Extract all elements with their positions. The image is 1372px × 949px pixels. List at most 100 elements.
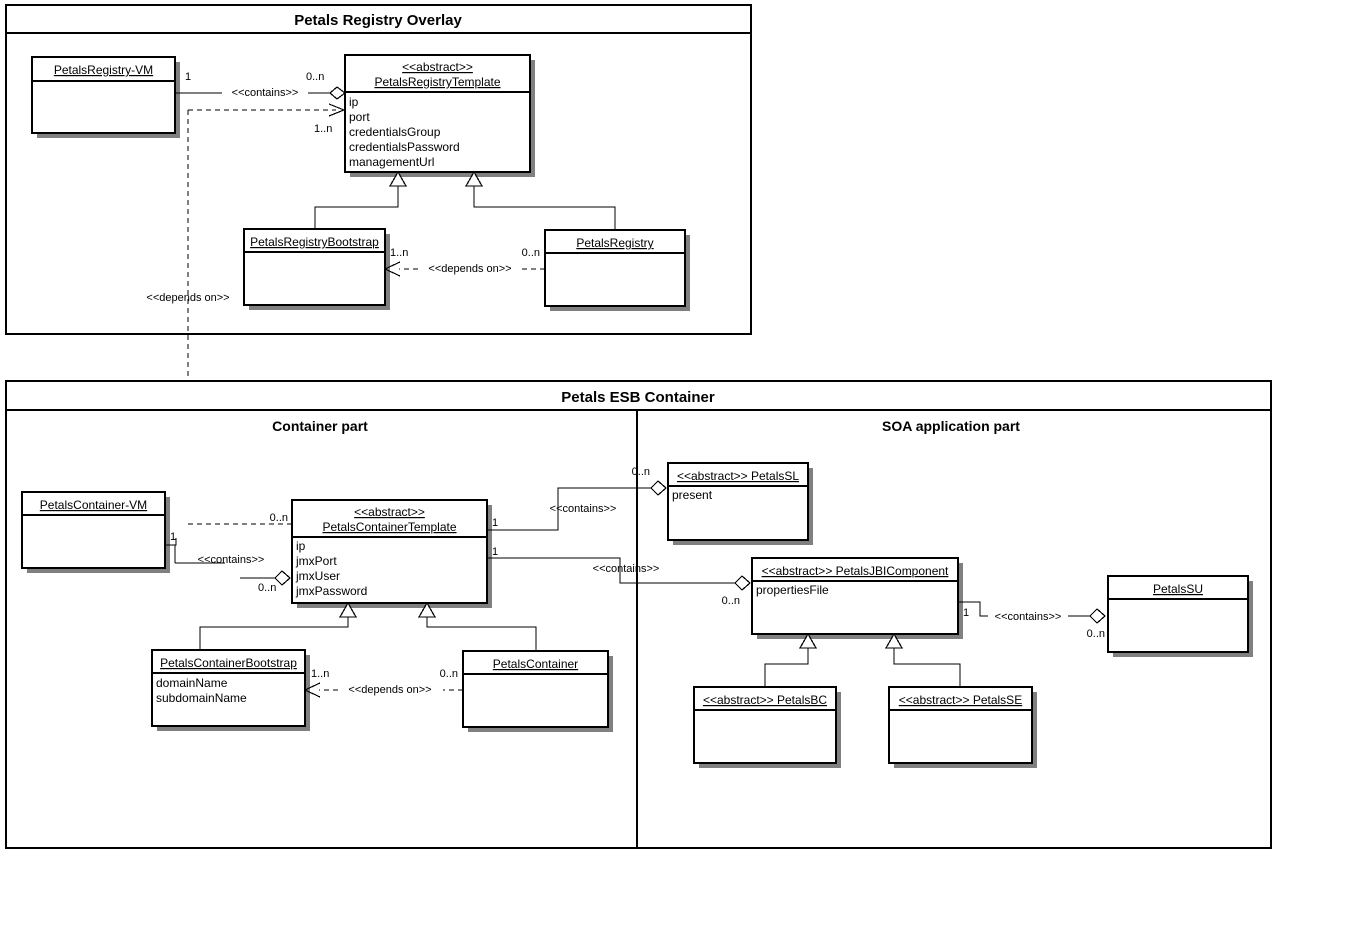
class-petals-su[interactable]: PetalsSU (1107, 575, 1253, 657)
relation-target-multiplicity: 0..n (258, 582, 276, 594)
class-attribute: credentialsPassword (349, 140, 460, 154)
relation-registry-depends-template: 1..n (188, 103, 346, 135)
class-name-label: PetalsRegistry (576, 236, 653, 250)
class-name-label: PetalsRegistryTemplate (374, 75, 500, 89)
class-petals-registry[interactable]: PetalsRegistry (544, 229, 690, 311)
aggregation-diamond (1089, 608, 1106, 624)
class-attribute: subdomainName (156, 691, 247, 705)
relation-containertemplate-contains-jbi: 1 0..n <<contains>> (487, 546, 751, 607)
class-petals-registry-bootstrap[interactable]: PetalsRegistryBootstrap (243, 228, 390, 310)
relation-registryvm-contains-template: 1 0..n <<contains>> (175, 71, 346, 100)
part-title-container: Container part (272, 418, 368, 434)
class-box (667, 462, 809, 541)
class-box (151, 649, 306, 727)
class-box (291, 499, 488, 604)
generalization-registry-bootstrap-to-template (314, 170, 408, 229)
class-box (21, 491, 166, 569)
relation-registrybootstrap-depends-on-registry: 1..n 0..n <<depends on>> (383, 247, 545, 277)
generalization-registry-to-template (464, 170, 616, 230)
relation-source-multiplicity: 1 (963, 607, 969, 619)
class-attribute: jmxPort (295, 554, 337, 568)
class-name-label: <<abstract>> PetalsSL (677, 469, 799, 483)
relation-label: <<depends on>> (348, 684, 431, 696)
frame-esb-container-title: Petals ESB Container (561, 389, 715, 406)
class-petals-se[interactable]: <<abstract>> PetalsSE (888, 686, 1037, 768)
generalization-container-bootstrap-to-template (199, 601, 358, 650)
part-title-soa: SOA application part (882, 418, 1020, 434)
class-box (462, 650, 609, 728)
class-name-label: PetalsSU (1153, 582, 1203, 596)
relation-line (893, 648, 961, 687)
class-stereotype-label: <<abstract>> (402, 60, 473, 74)
relation-containervm-contains-template: 1 0..n <<contains>> (165, 531, 291, 594)
aggregation-diamond (274, 570, 291, 586)
open-arrow-head (328, 103, 346, 117)
relation-label: <<depends on>> (428, 263, 511, 275)
relation-line (426, 617, 537, 651)
relation-line (487, 557, 735, 584)
relation-target-multiplicity: 0..n (306, 71, 324, 83)
class-petals-container[interactable]: PetalsContainer (462, 650, 613, 732)
class-name-label: PetalsContainer-VM (40, 498, 147, 512)
class-attribute: present (672, 488, 713, 502)
relation-label: <<contains>> (995, 611, 1062, 623)
class-attribute: jmxPassword (295, 584, 367, 598)
class-petals-sl[interactable]: <<abstract>> PetalsSL present (667, 462, 813, 545)
class-name-label: PetalsContainerBootstrap (160, 656, 297, 670)
relation-source-multiplicity: 1 (170, 531, 176, 543)
relation-label: <<contains>> (593, 563, 660, 575)
class-petals-registry-template[interactable]: <<abstract>> PetalsRegistryTemplate ip p… (344, 54, 535, 177)
relation-source-multiplicity: 1..n (311, 668, 329, 680)
class-attribute: ip (296, 539, 306, 553)
class-petals-registry-vm[interactable]: PetalsRegistry-VM (31, 56, 180, 138)
relation-line (958, 601, 988, 617)
class-attribute: ip (349, 95, 359, 109)
relation-line (764, 648, 809, 687)
class-attribute: domainName (156, 676, 228, 690)
frame-esb-container-border (5, 380, 1272, 849)
relation-target-multiplicity: 0..n (440, 668, 458, 680)
class-petals-container-bootstrap[interactable]: PetalsContainerBootstrap domainName subd… (151, 649, 310, 731)
relation-containerbootstrap-depends-on-container: 1..n 0..n <<depends on>> (303, 668, 463, 698)
class-box (344, 54, 531, 173)
class-name-label: PetalsRegistryBootstrap (250, 235, 379, 249)
generalization-se-to-jbi (884, 632, 961, 687)
class-name-label: <<abstract>> PetalsBC (703, 693, 827, 707)
relation-dashed-multiplicity: 0..n (270, 512, 288, 524)
relation-label: <<contains>> (232, 87, 299, 99)
class-name-label: <<abstract>> PetalsJBIComponent (762, 564, 949, 578)
relation-containervm-dashed-depends: 0..n (188, 512, 292, 525)
relation-source-multiplicity: 1 (492, 517, 498, 529)
relation-label: <<contains>> (550, 503, 617, 515)
relation-source-multiplicity: 1 (492, 546, 498, 558)
relation-target-multiplicity: 0..n (522, 247, 540, 259)
class-name-label: <<abstract>> PetalsSE (899, 693, 1022, 707)
class-box (693, 686, 837, 764)
relation-source-multiplicity: 1 (185, 71, 191, 83)
relation-line (487, 487, 651, 531)
relation-line (314, 186, 399, 229)
class-attribute: propertiesFile (756, 583, 829, 597)
relation-source-multiplicity: 1..n (390, 247, 408, 259)
class-name-label: PetalsContainer (493, 657, 578, 671)
class-petals-container-template[interactable]: <<abstract>> PetalsContainerTemplate ip … (291, 499, 492, 608)
generalization-bc-to-jbi (764, 632, 818, 687)
class-name-label: PetalsContainerTemplate (322, 520, 456, 534)
class-petals-container-vm[interactable]: PetalsContainer-VM (21, 491, 170, 573)
relation-source-multiplicity: 1..n (314, 123, 332, 135)
class-petals-bc[interactable]: <<abstract>> PetalsBC (693, 686, 841, 768)
class-stereotype-label: <<abstract>> (354, 505, 425, 519)
frame-registry-overlay-title: Petals Registry Overlay (294, 12, 462, 29)
relation-containertemplate-contains-sl: 1 0..n <<contains>> (487, 466, 667, 531)
relation-target-multiplicity: 0..n (632, 466, 650, 478)
class-attribute: jmxUser (295, 569, 340, 583)
frame-esb-container: Petals ESB Container Container part SOA … (5, 380, 1272, 849)
relation-target-multiplicity: 0..n (1087, 628, 1105, 640)
open-arrow-head (303, 682, 321, 698)
class-petals-jbi-component[interactable]: <<abstract>> PetalsJBIComponent properti… (751, 557, 963, 639)
class-attribute: managementUrl (349, 155, 434, 169)
relation-target-multiplicity: 0..n (722, 595, 740, 607)
aggregation-diamond (734, 575, 751, 591)
class-name-label: PetalsRegistry-VM (54, 63, 153, 77)
